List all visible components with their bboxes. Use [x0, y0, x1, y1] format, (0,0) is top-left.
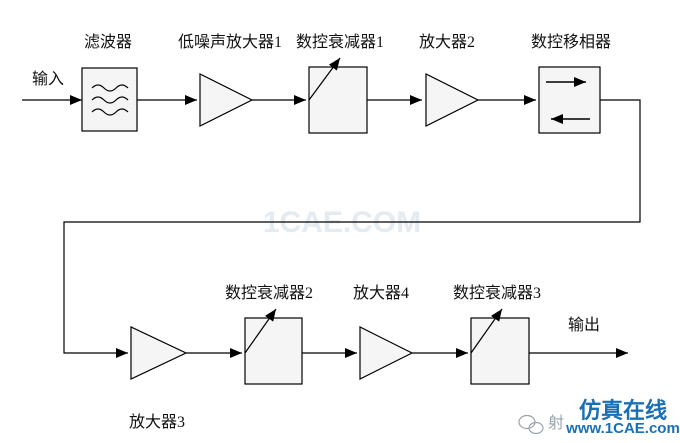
att1-block	[308, 57, 368, 134]
brand-en-text: www.1CAE.com	[565, 420, 680, 437]
amp4-amplifier-icon	[359, 326, 414, 380]
filter-icon	[91, 84, 129, 116]
att1-label: 数控衰减器1	[296, 33, 384, 51]
amp4-label: 放大器4	[353, 284, 409, 302]
lna1-label: 低噪声放大器1	[178, 33, 282, 51]
amp3-label: 放大器3	[129, 413, 185, 431]
output-label: 输出	[568, 316, 600, 334]
amp2-label: 放大器2	[419, 33, 475, 51]
wechat-icon	[518, 414, 544, 435]
phase-shifter-block	[538, 66, 601, 134]
phase-shifter-label: 数控移相器	[531, 33, 611, 51]
att2-block	[244, 308, 303, 385]
lna1-amplifier-icon	[199, 73, 254, 127]
input-label: 输入	[32, 70, 64, 88]
brand-watermark: 射 仿真在线 www.1CAE.com	[518, 398, 680, 437]
att3-variable-arrow-icon	[470, 308, 503, 354]
wechat-text: 射	[548, 414, 564, 432]
wrap-connector	[63, 99, 641, 358]
amp2-amplifier-icon	[425, 73, 480, 127]
att3-block	[470, 308, 530, 385]
att1-variable-arrow-icon	[308, 57, 341, 101]
att2-label: 数控衰减器2	[225, 284, 313, 302]
att3-label: 数控衰减器3	[453, 284, 541, 302]
filter-block	[81, 67, 138, 132]
att2-variable-arrow-icon	[244, 308, 277, 354]
brand-cn-text: 仿真在线	[579, 398, 667, 424]
amp3-amplifier-icon	[130, 326, 188, 380]
filter-label: 滤波器	[84, 33, 132, 51]
